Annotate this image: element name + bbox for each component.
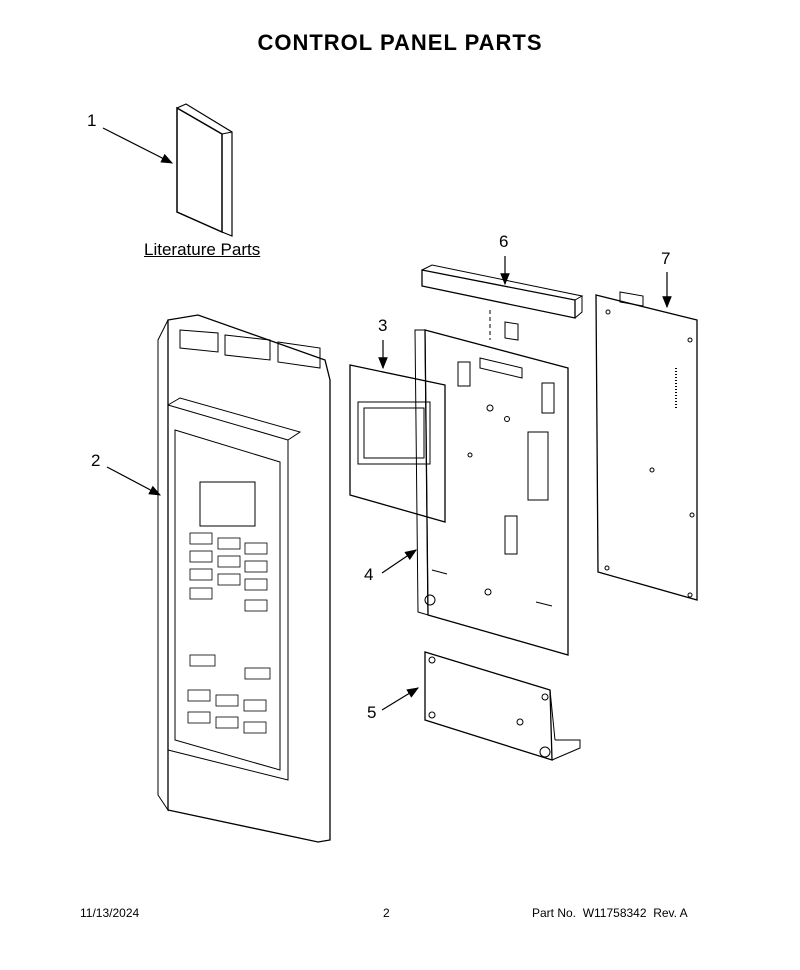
footer-page-number: 2 bbox=[383, 906, 390, 920]
page-title: CONTROL PANEL PARTS bbox=[257, 30, 543, 55]
footer-part-label: Part No. bbox=[532, 906, 577, 920]
literature-parts-label: Literature Parts bbox=[144, 240, 261, 259]
callout-5: 5 bbox=[367, 703, 377, 722]
part-6-light-bar bbox=[421, 264, 584, 340]
part-7-main-board bbox=[595, 291, 698, 601]
footer-part-number: W11758342 bbox=[582, 906, 647, 920]
callout-3: 3 bbox=[378, 316, 388, 335]
part-5-bottom-bracket bbox=[424, 651, 581, 761]
part-1-literature-booklet bbox=[176, 103, 233, 237]
callout-6: 6 bbox=[499, 232, 509, 251]
callout-leaders bbox=[102, 127, 672, 711]
callout-1: 1 bbox=[87, 111, 97, 130]
callout-2: 2 bbox=[91, 451, 101, 470]
part-2-control-panel-frame bbox=[157, 314, 331, 843]
callout-7: 7 bbox=[661, 249, 671, 268]
part-3-display-board bbox=[349, 364, 446, 523]
footer-part-info: Part No. W11758342 Rev. A bbox=[532, 906, 688, 920]
footer-date: 11/13/2024 bbox=[80, 906, 140, 920]
part-4-control-bracket bbox=[414, 321, 569, 656]
footer-revision: Rev. A bbox=[653, 906, 688, 920]
callout-4: 4 bbox=[364, 565, 374, 584]
